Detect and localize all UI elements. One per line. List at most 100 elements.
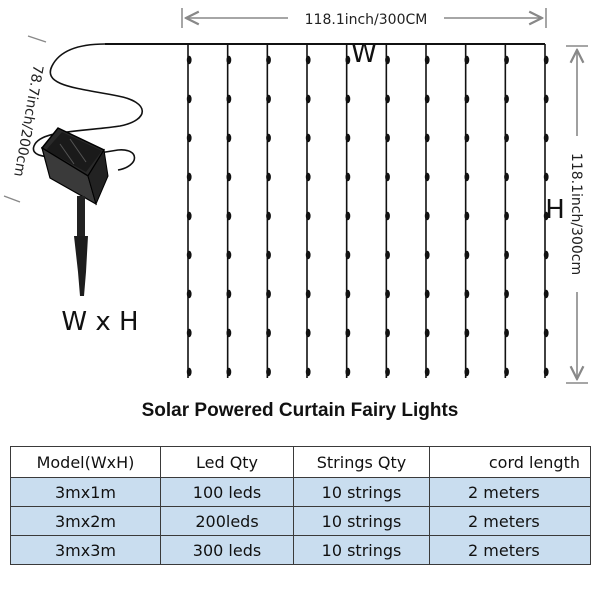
led-bulb xyxy=(345,211,351,221)
led-bulb xyxy=(464,172,470,182)
led-bulb xyxy=(226,172,232,182)
solar-panel xyxy=(40,127,109,206)
led-bulb xyxy=(186,250,192,260)
width-letter: W xyxy=(351,39,377,69)
led-bulb xyxy=(226,328,232,338)
led-bulb xyxy=(543,133,549,143)
cell-model: 3mx1m xyxy=(10,477,161,507)
led-bulb xyxy=(305,367,311,377)
cell-led-qty: 300 leds xyxy=(160,535,294,565)
led-bulb xyxy=(305,289,311,299)
led-bulb xyxy=(543,367,549,377)
led-bulb xyxy=(305,250,311,260)
led-bulb xyxy=(385,211,390,221)
led-bulb xyxy=(226,289,232,299)
led-bulb xyxy=(424,289,430,299)
led-bulb xyxy=(543,211,549,221)
led-bulb xyxy=(186,172,192,182)
led-bulb xyxy=(424,172,430,182)
led-bulb xyxy=(266,289,271,299)
led-bulb xyxy=(226,211,232,221)
led-bulb xyxy=(543,172,549,182)
led-bulb xyxy=(226,367,232,377)
ground-stake xyxy=(74,196,88,296)
led-bulb xyxy=(345,133,351,143)
cell-model: 3mx2m xyxy=(10,506,161,536)
led-bulb xyxy=(345,94,351,104)
led-bulb xyxy=(345,328,351,338)
led-bulb xyxy=(385,133,390,143)
led-bulb xyxy=(305,211,311,221)
led-bulb xyxy=(424,211,430,221)
led-bulb xyxy=(504,55,509,65)
led-bulb xyxy=(266,328,271,338)
led-bulb xyxy=(385,55,390,65)
cell-cord-length: 2 meters xyxy=(429,535,591,565)
led-bulb xyxy=(186,133,192,143)
led-bulb xyxy=(226,250,232,260)
led-bulb xyxy=(226,94,232,104)
led-bulb xyxy=(345,367,351,377)
solar-cord xyxy=(32,43,144,171)
led-bulb xyxy=(543,94,549,104)
led-bulb xyxy=(543,328,549,338)
cell-model: 3mx3m xyxy=(10,535,161,565)
led-bulb xyxy=(266,55,271,65)
led-bulb xyxy=(464,328,470,338)
led-bulb xyxy=(266,211,271,221)
led-bulb xyxy=(464,133,470,143)
led-bulb xyxy=(424,94,430,104)
led-bulb xyxy=(424,133,430,143)
led-bulb xyxy=(385,289,390,299)
cell-strings-qty: 10 strings xyxy=(293,506,430,536)
led-bulb xyxy=(385,250,390,260)
led-bulb xyxy=(464,250,470,260)
led-bulb xyxy=(186,367,192,377)
cell-led-qty: 100 leds xyxy=(160,477,294,507)
product-title: Solar Powered Curtain Fairy Lights xyxy=(141,400,459,421)
led-bulb xyxy=(543,55,549,65)
width-label: 118.1inch/300CM xyxy=(305,12,428,28)
cell-strings-qty: 10 strings xyxy=(293,477,430,507)
led-bulb xyxy=(305,172,311,182)
led-bulb xyxy=(266,172,271,182)
led-bulb xyxy=(464,289,470,299)
led-bulb xyxy=(424,328,430,338)
led-bulb xyxy=(504,328,509,338)
led-bulb xyxy=(186,55,192,65)
led-bulb xyxy=(424,250,430,260)
led-bulb xyxy=(266,94,271,104)
led-bulb xyxy=(424,367,430,377)
cell-led-qty: 200leds xyxy=(160,506,294,536)
header-strings-qty: Strings Qty xyxy=(293,446,430,478)
led-bulb xyxy=(266,367,271,377)
led-bulb xyxy=(424,55,430,65)
led-bulb xyxy=(305,94,311,104)
cell-strings-qty: 10 strings xyxy=(293,535,430,565)
led-bulb xyxy=(504,133,509,143)
led-bulb xyxy=(464,94,470,104)
width-dimension: 118.1inch/300CM xyxy=(181,8,547,28)
led-bulb xyxy=(226,55,232,65)
spec-table: Model(WxH) Led Qty Strings Qty cord leng… xyxy=(10,446,591,565)
led-bulb xyxy=(385,328,390,338)
led-bulb xyxy=(226,133,232,143)
led-bulb xyxy=(464,367,470,377)
table-row: 3mx3m 300 leds 10 strings 2 meters xyxy=(10,535,591,565)
wxh-label: W x H xyxy=(61,307,138,337)
led-bulb xyxy=(385,94,390,104)
led-bulb xyxy=(464,211,470,221)
header-cord-length: cord length xyxy=(429,446,591,478)
led-bulb xyxy=(504,367,509,377)
led-bulb xyxy=(345,55,351,65)
led-bulb xyxy=(305,133,311,143)
cell-cord-length: 2 meters xyxy=(429,506,591,536)
led-bulb xyxy=(504,172,509,182)
header-led-qty: Led Qty xyxy=(160,446,294,478)
led-bulb xyxy=(305,328,311,338)
led-bulb xyxy=(305,55,311,65)
led-bulb xyxy=(186,289,192,299)
led-bulb xyxy=(186,94,192,104)
height-dimension: 118.1inch/300cm xyxy=(566,45,588,384)
table-row: 3mx1m 100 leds 10 strings 2 meters xyxy=(10,477,591,507)
